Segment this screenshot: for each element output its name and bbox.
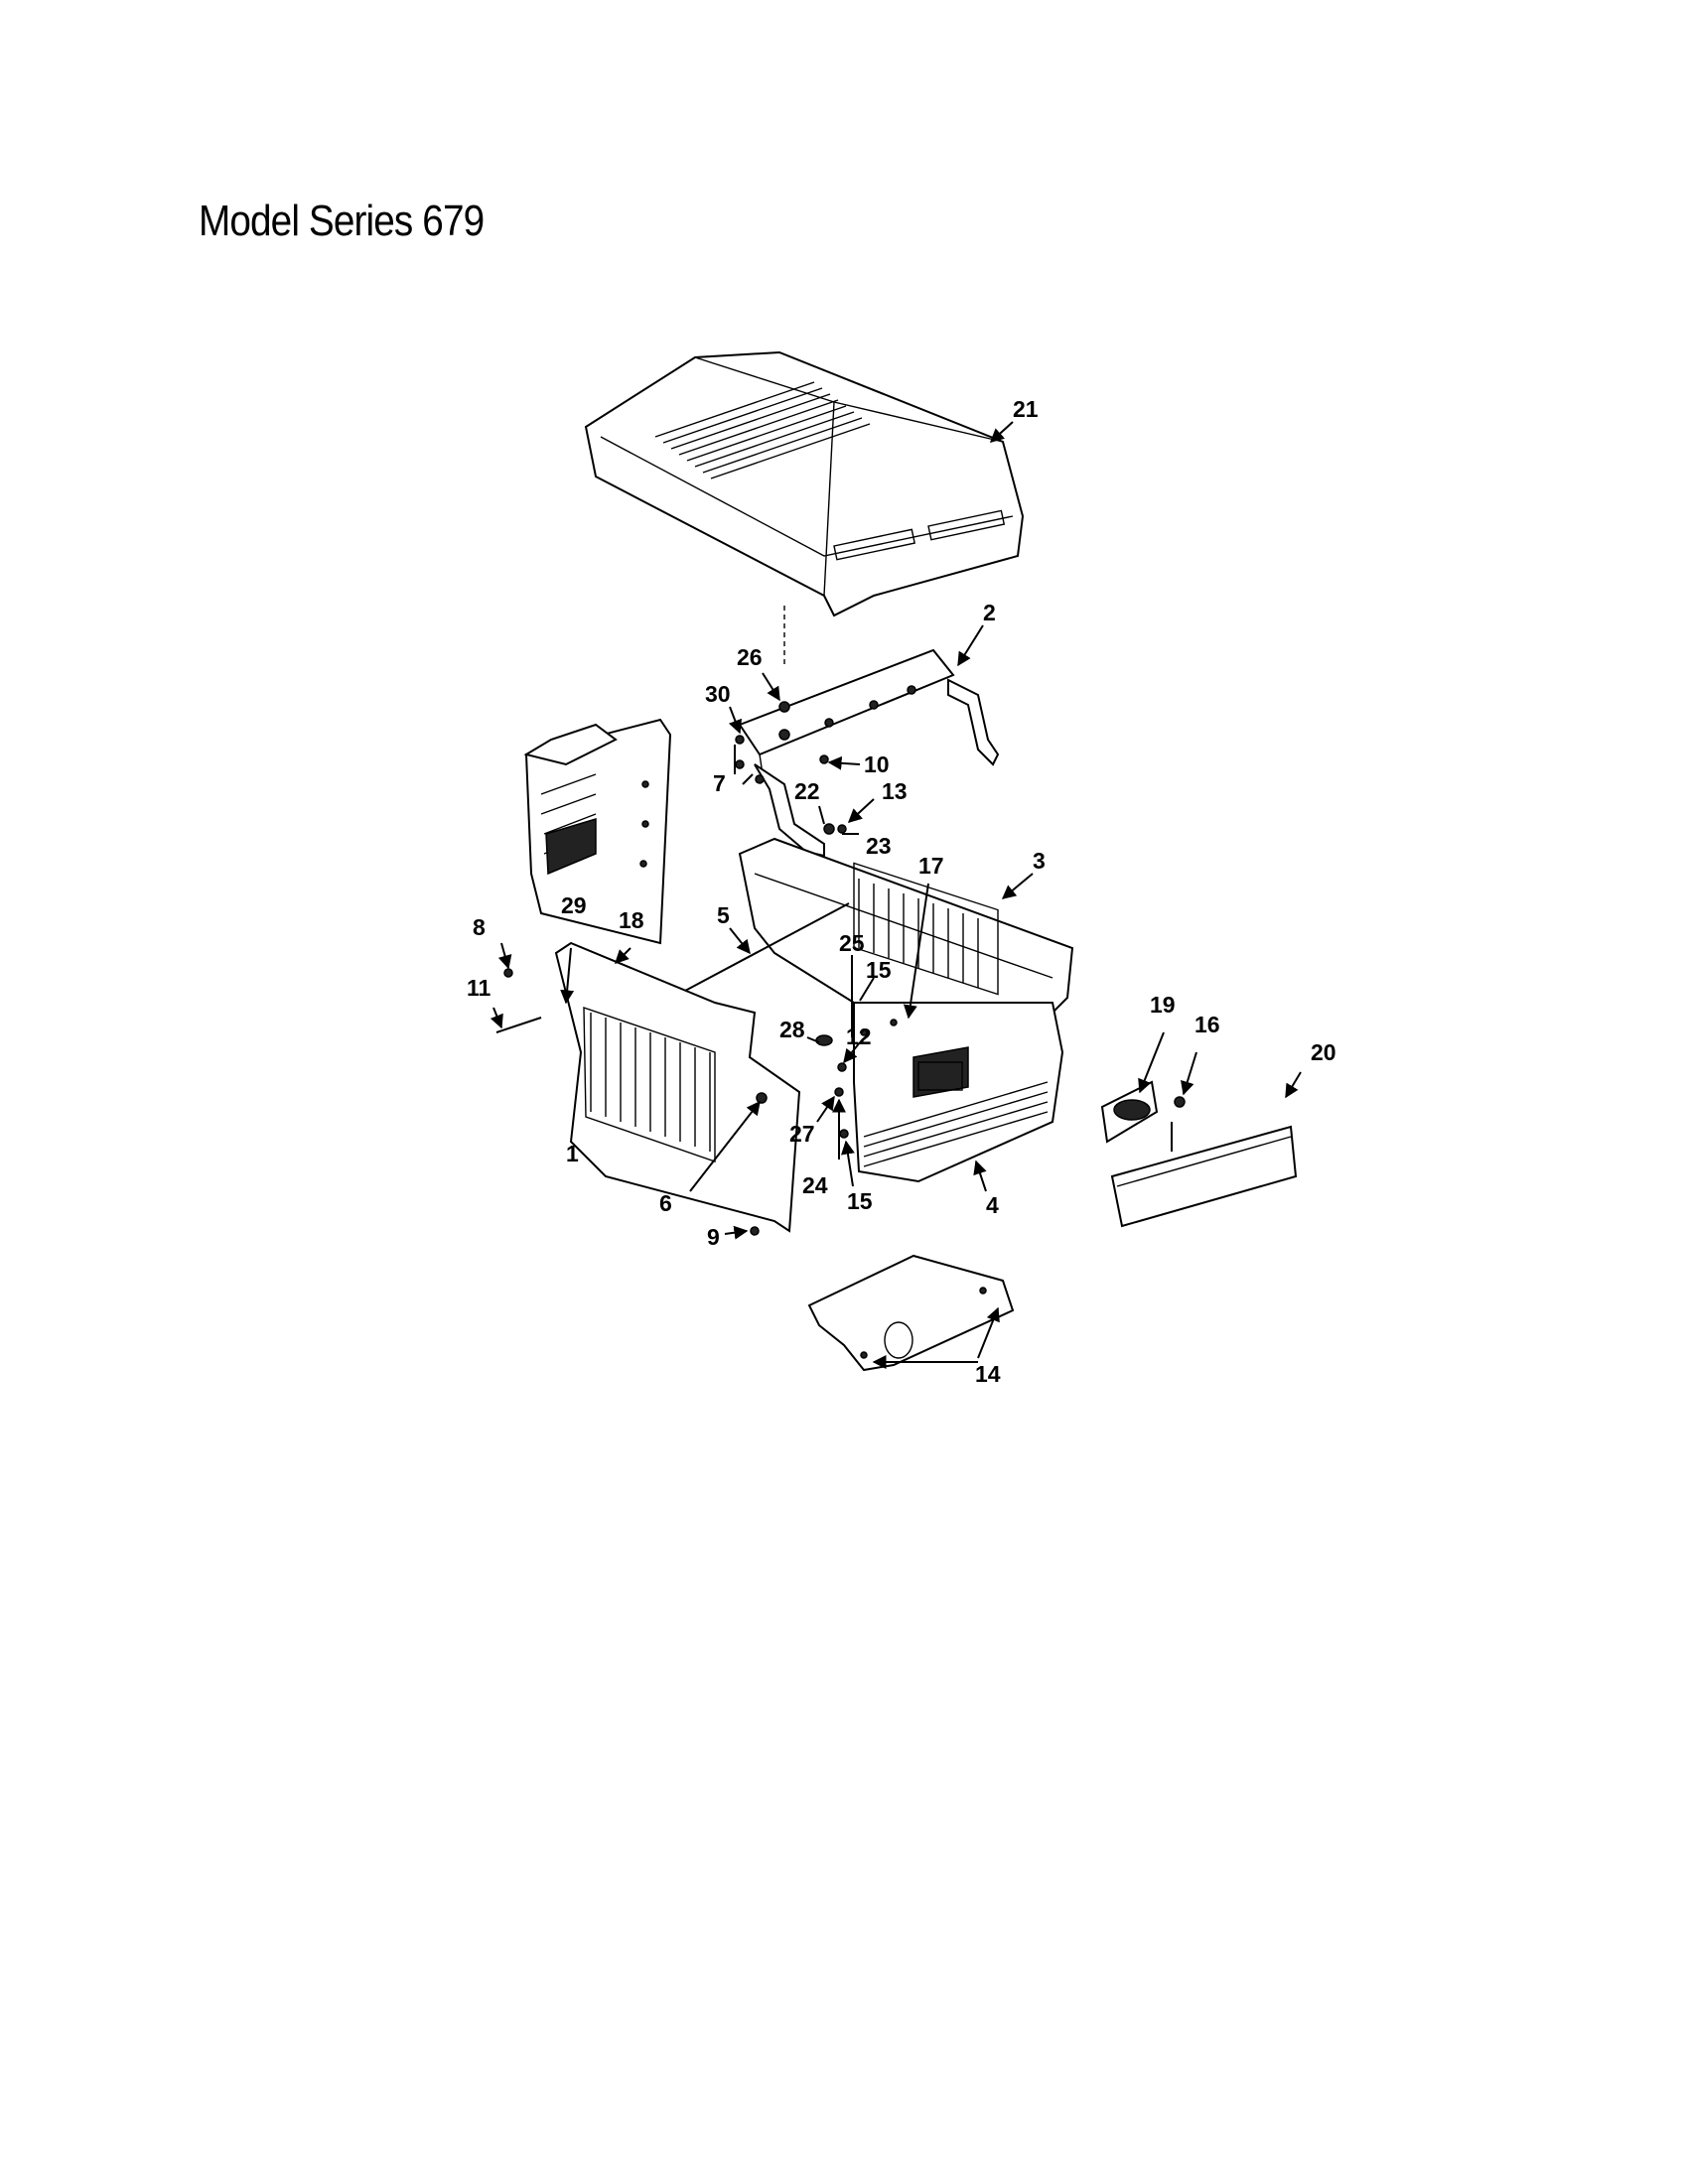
rod-part bbox=[684, 902, 850, 992]
page-title: Model Series 679 bbox=[199, 197, 485, 245]
callout-19: 19 bbox=[1150, 992, 1176, 1018]
callout-26: 26 bbox=[737, 644, 763, 670]
callout-1: 1 bbox=[566, 1141, 579, 1166]
callout-3: 3 bbox=[1033, 848, 1046, 874]
callout-9: 9 bbox=[707, 1224, 720, 1250]
hinge-bracket-part bbox=[738, 648, 1000, 858]
callout-12: 12 bbox=[846, 1024, 872, 1049]
callout-16: 16 bbox=[1194, 1012, 1220, 1037]
hardware-fasteners bbox=[495, 701, 1186, 1236]
callout-5: 5 bbox=[717, 902, 730, 928]
leader-lines bbox=[490, 421, 1302, 1369]
callout-21: 21 bbox=[1013, 396, 1039, 422]
callout-10: 10 bbox=[864, 751, 890, 777]
callout-29: 29 bbox=[561, 892, 587, 918]
callout-28: 28 bbox=[779, 1017, 805, 1042]
callout-27: 27 bbox=[789, 1121, 815, 1147]
callout-11: 11 bbox=[467, 975, 491, 1001]
callout-8: 8 bbox=[473, 914, 486, 940]
callout-23: 23 bbox=[866, 833, 892, 859]
callout-15-lower: 15 bbox=[847, 1188, 873, 1214]
callout-20: 20 bbox=[1311, 1039, 1336, 1065]
callout-14: 14 bbox=[975, 1361, 1001, 1387]
callout-7: 7 bbox=[713, 770, 726, 796]
callout-17: 17 bbox=[918, 853, 944, 879]
callout-13: 13 bbox=[882, 778, 908, 804]
callout-24: 24 bbox=[802, 1172, 828, 1198]
callout-22: 22 bbox=[794, 778, 820, 804]
front-nose-part bbox=[853, 1002, 1064, 1183]
side-panel-part bbox=[523, 718, 672, 945]
callout-15-upper: 15 bbox=[866, 957, 892, 983]
callout-2: 2 bbox=[983, 600, 996, 625]
bottom-bracket-part bbox=[807, 1254, 1015, 1372]
callout-4: 4 bbox=[986, 1192, 999, 1218]
callout-18: 18 bbox=[619, 907, 644, 933]
callout-30: 30 bbox=[705, 681, 731, 707]
light-housing-part bbox=[1100, 1080, 1159, 1144]
grille-panel-part bbox=[554, 941, 801, 1233]
hood-part bbox=[584, 350, 1025, 617]
bumper-part bbox=[1110, 1125, 1298, 1228]
callout-25: 25 bbox=[839, 930, 865, 956]
callout-6: 6 bbox=[659, 1190, 672, 1216]
